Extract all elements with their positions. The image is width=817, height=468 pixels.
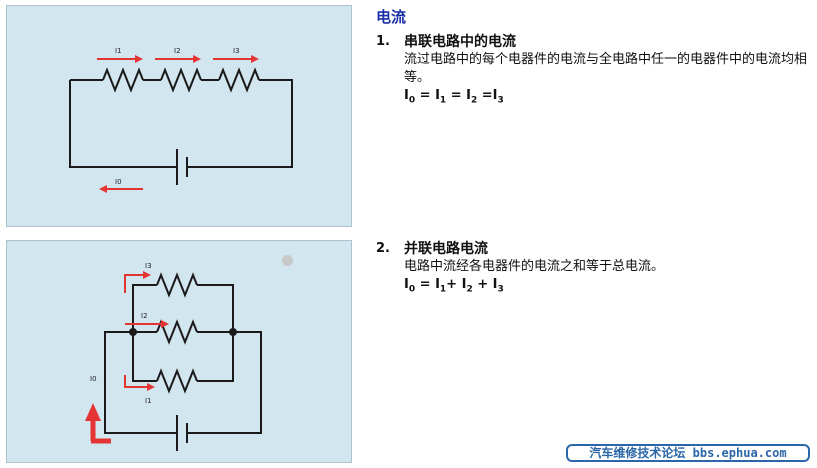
series-formula: I0 = I1 = I2 =I3 — [404, 88, 504, 106]
parallel-circuit-diagram: I3 I2 I1 I0 — [6, 240, 352, 463]
label-mid-branch: I2 — [141, 312, 148, 320]
label-i2: I2 — [174, 47, 181, 55]
parallel-circuit-svg: I3 I2 I1 I0 — [85, 262, 262, 451]
resistor-3 — [218, 67, 260, 93]
junction-right — [229, 328, 237, 336]
section-number: 1. — [376, 34, 390, 49]
section-title: 串联电路中的电流 — [404, 34, 516, 50]
section-title: 并联电路电流 — [404, 241, 488, 257]
parallel-formula: I0 = I1+ I2 + I3 — [404, 277, 504, 295]
series-circuit-svg: I1 I2 I3 I0 — [69, 47, 293, 193]
label-i0: I0 — [115, 178, 122, 186]
resistor-top — [156, 272, 198, 298]
junction-left — [129, 328, 137, 336]
site-watermark: 汽车维修技术论坛 bbs.ephua.com — [566, 444, 810, 462]
section-number: 2. — [376, 241, 390, 256]
resistor-1 — [102, 67, 144, 93]
section-description: 流过电路中的每个电器件的电流与全电路中任一的电器件中的电流均相等。 — [404, 52, 808, 85]
section-series-current: 1. 串联电路中的电流 流过电路中的每个电器件的电流与全电路中任一的电器件中的电… — [376, 33, 812, 110]
resistor-bottom — [156, 368, 198, 394]
section-description: 电路中流经各电器件的电流之和等于总电流。 — [404, 259, 665, 274]
label-total: I0 — [90, 375, 97, 383]
series-circuit-diagram: I1 I2 I3 I0 — [6, 5, 352, 227]
page-heading: 电流 — [376, 8, 407, 26]
grey-dot-decoration — [282, 255, 293, 266]
label-i1: I1 — [115, 47, 122, 55]
section-parallel-current: 2. 并联电路电流 电路中流经各电器件的电流之和等于总电流。 I0 = I1+ … — [376, 240, 812, 299]
label-i3: I3 — [233, 47, 240, 55]
label-top-branch: I3 — [145, 262, 152, 270]
label-bottom-branch: I1 — [145, 397, 152, 405]
resistor-2 — [160, 67, 202, 93]
